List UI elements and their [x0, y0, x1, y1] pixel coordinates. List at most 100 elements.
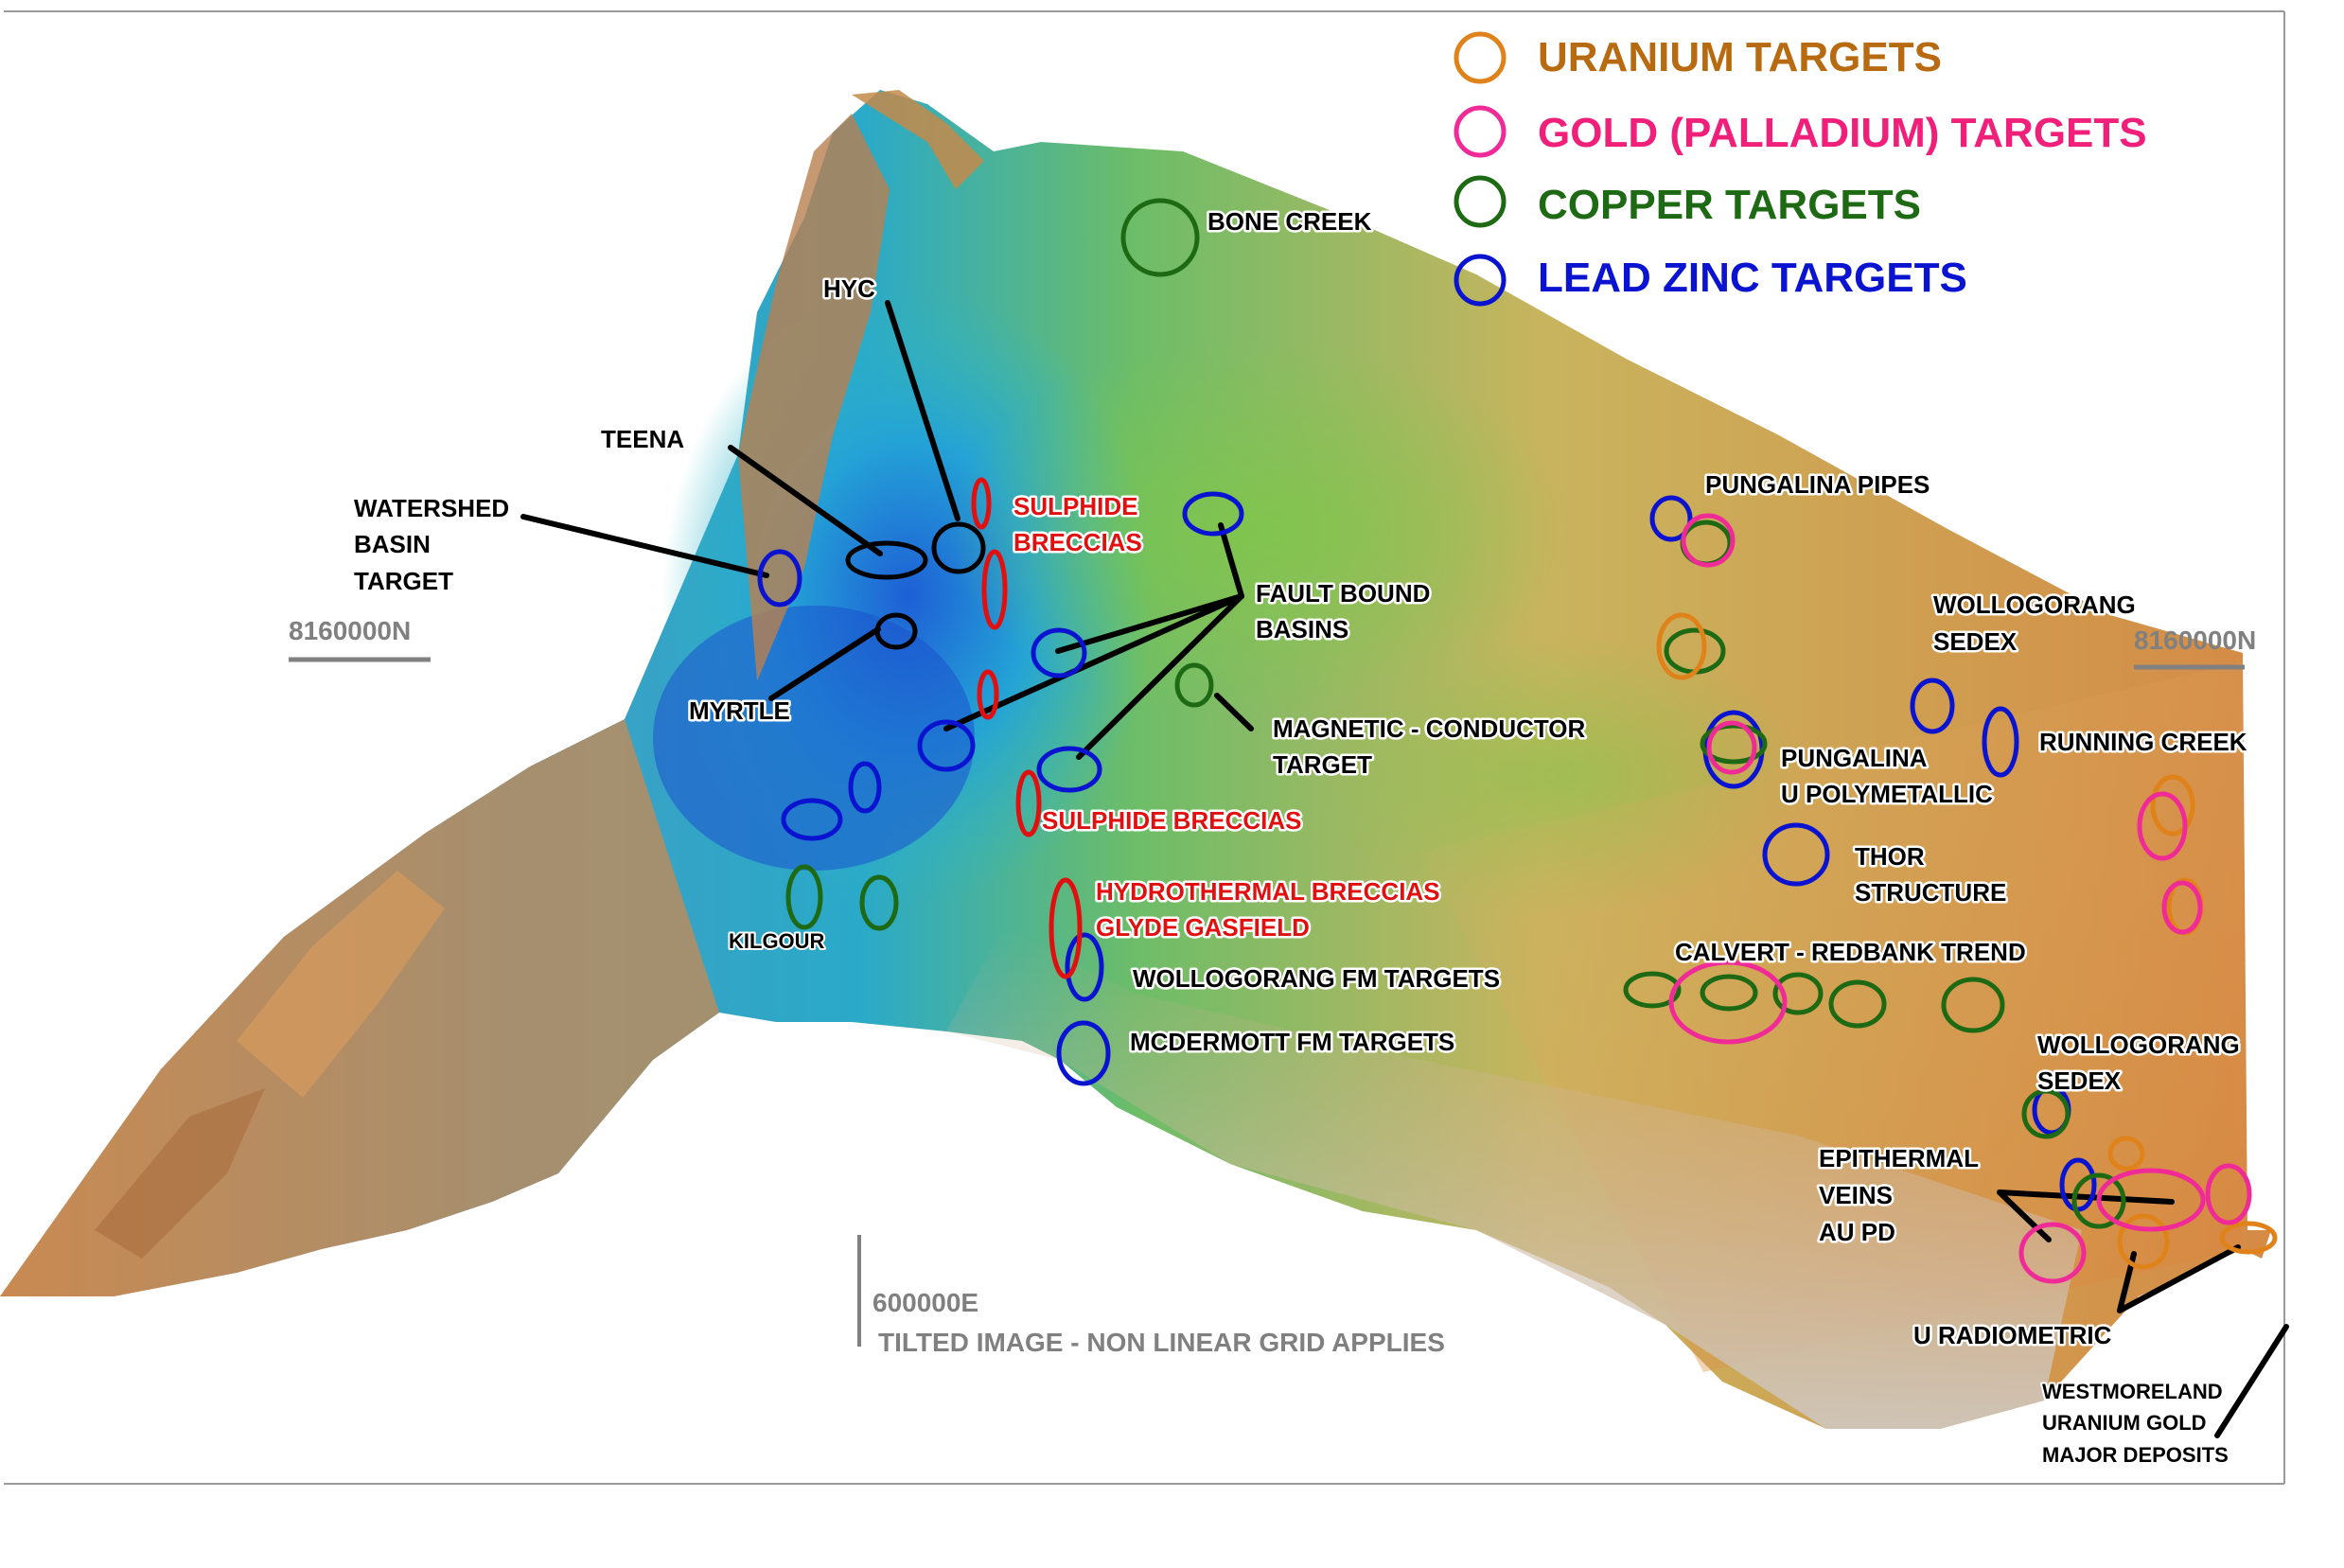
- westmoreland-label-2: URANIUM GOLD: [2042, 1411, 2207, 1435]
- fault-bound-label-2: BASINS: [1256, 615, 1348, 643]
- fault-bound-basin-target: [1182, 491, 1244, 537]
- calvert-redbank-target: [1772, 972, 1824, 1015]
- calvert-redbank-target: [1828, 979, 1887, 1029]
- wollogorang-sedex-target: [1982, 706, 2019, 778]
- thor-structure-target: [1762, 822, 1830, 887]
- sulphide-breccia-target: [1015, 769, 1042, 837]
- tilt-note: TILTED IMAGE - NON LINEAR GRID APPLIES: [878, 1328, 1445, 1357]
- sulphide-breccia-target: [971, 477, 992, 530]
- wollogorang-sedex-target: [2021, 1088, 2071, 1139]
- northing-left-label: 8160000N: [289, 616, 411, 645]
- epithermal-label-2: VEINS: [1819, 1181, 1893, 1209]
- bone-creek-target: [1120, 198, 1200, 277]
- uranium-legend-swatch: [1454, 31, 1507, 84]
- mcdermott-fm-target: [1056, 1020, 1111, 1086]
- calvert-redbank-target: [1941, 977, 2005, 1033]
- pungalina-u-label-2: U POLYMETALLIC: [1781, 780, 1993, 808]
- calvert-redbank-target: [1623, 971, 1682, 1009]
- wollogorang-fm-target: [1065, 932, 1104, 1002]
- sulphide-breccias-label-3: SULPHIDE BRECCIAS: [1042, 806, 1301, 835]
- pungalina-u-polymetallic-target: [1706, 720, 1757, 775]
- myrtle-deposit-ring: [874, 612, 918, 650]
- wollogorang-fm-label: WOLLOGORANG FM TARGETS: [1133, 964, 1500, 993]
- sulphide-breccia-target: [981, 549, 1008, 630]
- northing-right-label: 8160000N: [2134, 625, 2256, 655]
- lead-zinc-legend-label: LEAD ZINC TARGETS: [1538, 255, 1967, 301]
- hyc-label: HYC: [823, 274, 875, 303]
- calvert-redbank-label: CALVERT - REDBANK TREND: [1675, 938, 2026, 966]
- thor-structure-label-2: STRUCTURE: [1855, 878, 2006, 907]
- epithermal-veins-target: [2018, 1222, 2087, 1284]
- epithermal-veins-target: [2096, 1168, 2206, 1232]
- pungalina-pipes-target: [1681, 513, 1736, 568]
- running-creek-label: RUNNING CREEK: [2039, 728, 2247, 756]
- locality-labels: BONE CREEK HYC TEENA WATERSHED BASIN TAR…: [352, 205, 2250, 1470]
- sulphide-breccias-label-1: SULPHIDE: [1013, 492, 1137, 520]
- breccia-targets: [971, 477, 1083, 979]
- magnetic-conductor-target: [1174, 662, 1214, 708]
- calvert-redbank-target: [1700, 974, 1758, 1012]
- wollogorang-sedex-label-2: SEDEX: [1933, 627, 2018, 656]
- copper-legend-swatch: [1454, 175, 1507, 228]
- gold-legend-swatch: [1454, 105, 1507, 158]
- sulphide-breccias-label-2: BRECCIAS: [1013, 528, 1142, 556]
- myrtle-label: MYRTLE: [689, 696, 790, 725]
- hyc-deposit-ring: [931, 521, 986, 574]
- pungalina-pipes-label: PUNGALINA PIPES: [1705, 470, 1930, 499]
- breccia-labels: SULPHIDE BRECCIAS SULPHIDE BRECCIAS HYDR…: [1012, 490, 1443, 944]
- pungalina-u-polymetallic-target: [1700, 723, 1768, 765]
- hydrothermal-breccias-label: HYDROTHERMAL BRECCIAS: [1096, 877, 1440, 906]
- westmoreland-label-1: WESTMORELAND: [2042, 1380, 2223, 1403]
- bone-creek-label: BONE CREEK: [1207, 207, 1372, 236]
- mcdermott-fm-label: MCDERMOTT FM TARGETS: [1130, 1028, 1454, 1056]
- wollogorang-sedex-label-4: SEDEX: [2037, 1066, 2122, 1095]
- watershed-label-3: TARGET: [354, 567, 453, 595]
- gold-targets: [1668, 513, 2252, 1284]
- fault-bound-label-1: FAULT BOUND: [1256, 579, 1430, 608]
- fault-bound-basin-target: [1031, 627, 1087, 678]
- u-radiometric-target: [2117, 1213, 2170, 1270]
- teena-deposit-ring: [845, 540, 928, 580]
- easting-label: 600000E: [872, 1288, 978, 1317]
- magnetic-conductor-label-2: TARGET: [1273, 750, 1372, 779]
- gold-legend-label: GOLD (PALLADIUM) TARGETS: [1538, 110, 2147, 156]
- lead-zinc-legend-swatch: [1454, 254, 1507, 307]
- known-deposits: [845, 521, 986, 650]
- fault-bound-basin-target: [1036, 746, 1102, 793]
- watershed-label-1: WATERSHED: [354, 494, 509, 522]
- epithermal-label-1: EPITHERMAL: [1819, 1144, 1979, 1172]
- magnetic-conductor-label-1: MAGNETIC - CONDUCTOR: [1273, 714, 1586, 743]
- fault-bound-basin-target: [917, 719, 976, 772]
- teena-label: TEENA: [601, 425, 684, 453]
- running-creek-target: [2161, 880, 2203, 935]
- running-creek-target: [2137, 791, 2188, 861]
- watershed-label-2: BASIN: [354, 530, 431, 558]
- wollogorang-sedex-label-3: WOLLOGORANG: [2037, 1031, 2240, 1059]
- copper-target: [859, 874, 899, 931]
- kilgour-target: [785, 864, 823, 930]
- hydrothermal-breccia-target: [1049, 877, 1083, 979]
- lead-zinc-target: [848, 761, 882, 814]
- thor-structure-label-1: THOR: [1855, 842, 1925, 871]
- uranium-target: [2107, 1136, 2145, 1172]
- uranium-legend-label: URANIUM TARGETS: [1538, 34, 1942, 80]
- glyde-gasfield-label: GLYDE GASFIELD: [1096, 913, 1310, 942]
- calvert-redbank-target: [1668, 960, 1788, 1045]
- legend: URANIUM TARGETS GOLD (PALLADIUM) TARGETS…: [1454, 31, 2147, 307]
- watershed-basin-target: [757, 549, 802, 608]
- wollogorang-sedex-label-1: WOLLOGORANG: [1933, 590, 2136, 619]
- u-radiometric-target: [2219, 1221, 2278, 1255]
- lead-zinc-target: [781, 798, 843, 841]
- westmoreland-label-3: MAJOR DEPOSITS: [2042, 1443, 2229, 1467]
- running-creek-target: [2150, 774, 2195, 837]
- u-radiometric-label: U RADIOMETRIC: [1913, 1321, 2112, 1349]
- sulphide-breccia-target: [977, 669, 999, 720]
- grid-markers: 8160000N 8160000N 600000E TILTED IMAGE -…: [289, 616, 2256, 1357]
- wollogorang-sedex-target: [1910, 678, 1955, 734]
- epithermal-label-3: AU PD: [1819, 1218, 1895, 1246]
- copper-target: [2071, 1172, 2126, 1229]
- copper-legend-label: COPPER TARGETS: [1538, 182, 1921, 228]
- kilgour-label: KILGOUR: [729, 929, 825, 953]
